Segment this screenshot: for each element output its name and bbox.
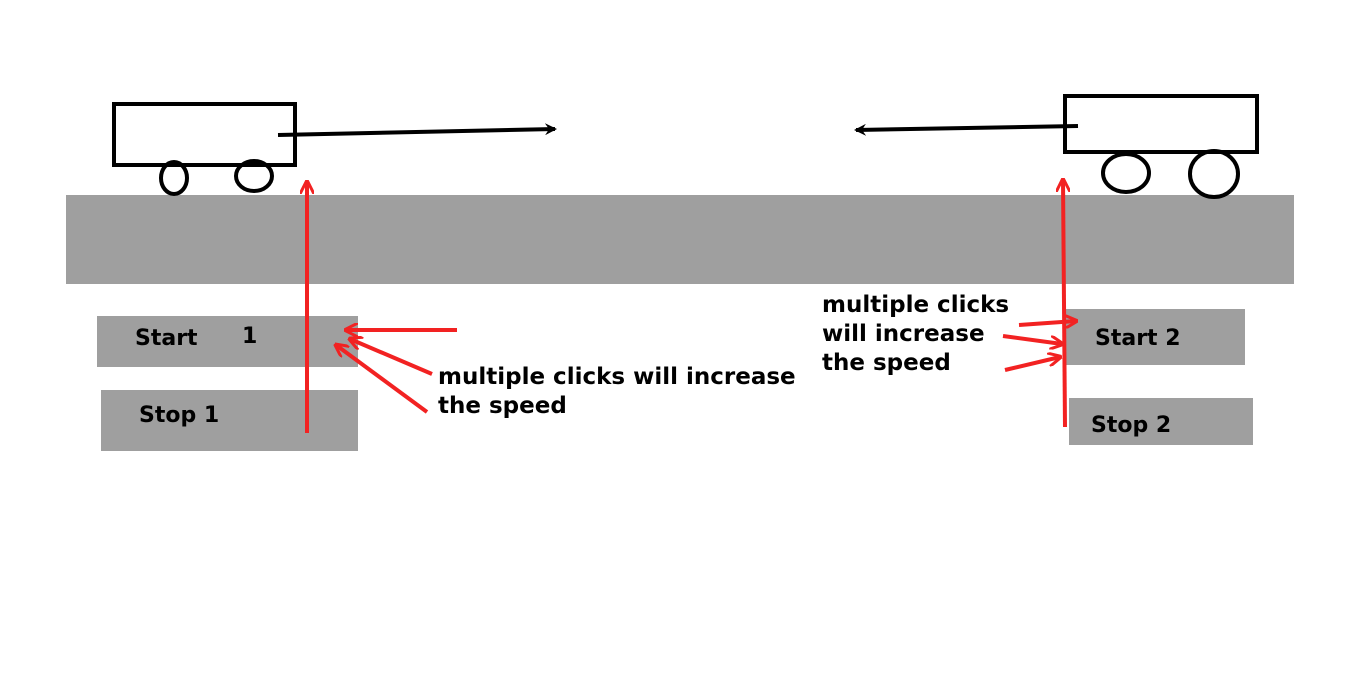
right-car-direction-arrow bbox=[854, 123, 1079, 136]
right-car-wheel-front bbox=[1188, 149, 1240, 199]
right-red-arrow-3 bbox=[1004, 357, 1060, 372]
left-red-arrow-2 bbox=[350, 339, 433, 376]
start-2-button[interactable]: Start 2 bbox=[1066, 309, 1245, 365]
right-car bbox=[1063, 94, 1259, 199]
left-car-wheel-front bbox=[234, 159, 274, 193]
stop-1-button[interactable]: Stop 1 bbox=[101, 390, 358, 451]
left-red-arrow-3 bbox=[336, 345, 429, 414]
left-car bbox=[112, 102, 297, 196]
right-car-body bbox=[1063, 94, 1259, 154]
start-1-number: 1 bbox=[242, 324, 258, 349]
left-car-direction-arrow bbox=[277, 123, 557, 137]
right-red-arrow-1 bbox=[1018, 321, 1076, 325]
stop-2-button[interactable]: Stop 2 bbox=[1069, 398, 1253, 445]
right-vertical-red-arrow bbox=[1063, 180, 1065, 428]
start-2-label: Start 2 bbox=[1095, 326, 1181, 351]
left-car-wheel-rear bbox=[159, 160, 189, 196]
right-red-arrow-2 bbox=[1002, 334, 1062, 344]
start-1-label: Start bbox=[135, 326, 198, 351]
left-car-body bbox=[112, 102, 297, 167]
left-speed-note: multiple clicks will increase the speed bbox=[438, 364, 796, 419]
right-car-wheel-rear bbox=[1101, 152, 1151, 194]
road bbox=[66, 195, 1294, 284]
stop-2-label: Stop 2 bbox=[1091, 413, 1172, 438]
right-speed-note: multiple clicks will increase the speed bbox=[822, 292, 1010, 376]
stop-1-label: Stop 1 bbox=[139, 403, 220, 428]
start-1-button[interactable]: Start 1 bbox=[97, 316, 358, 367]
